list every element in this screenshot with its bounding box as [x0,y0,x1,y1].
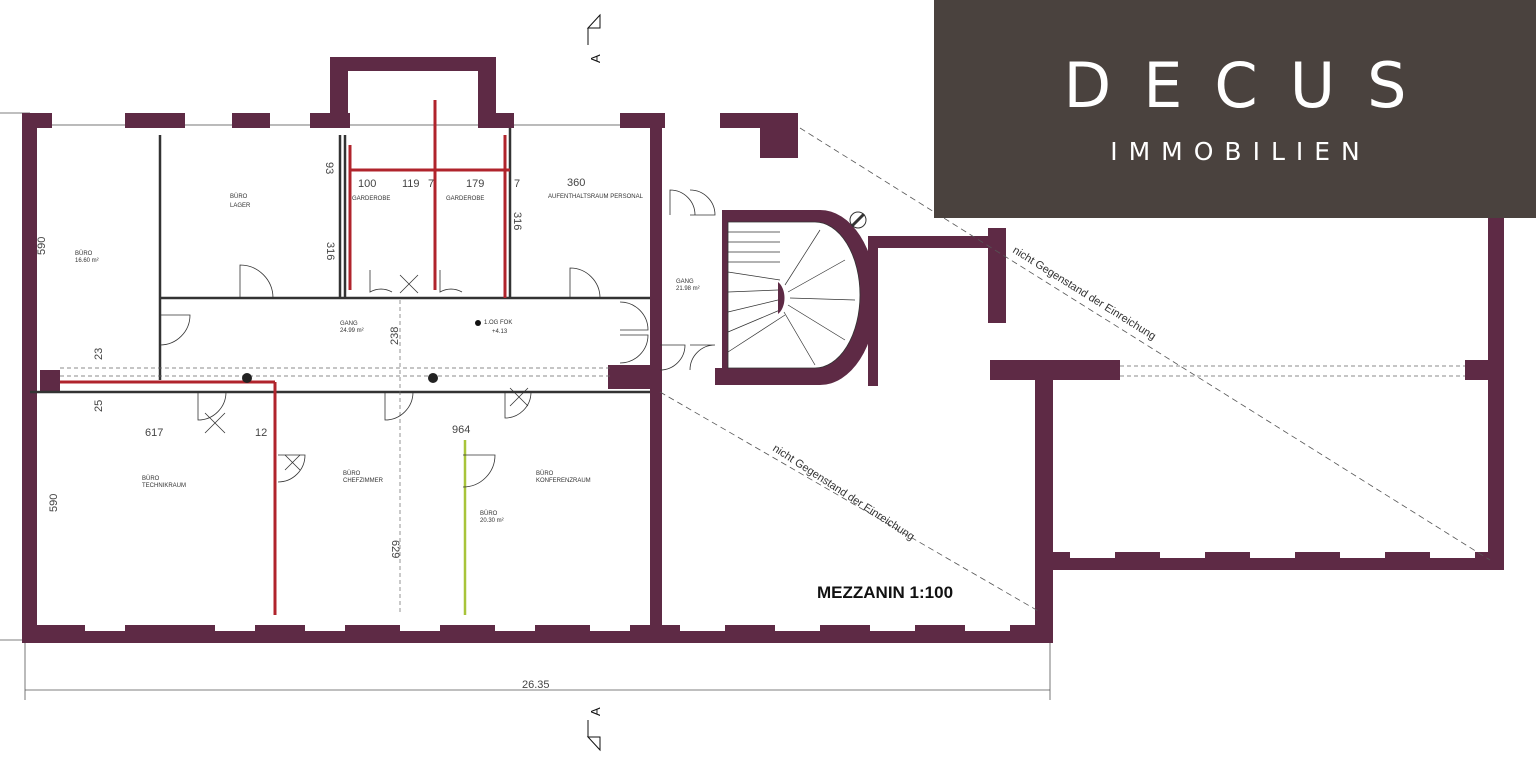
room-name: BÜRO [480,510,498,517]
dim-617: 617 [145,427,163,439]
room-name: BÜRO [142,475,160,482]
dim-316-b: 316 [511,212,523,230]
dim-25: 25 [93,400,105,412]
room-name: GARDEROBE [446,196,484,202]
section-marker-bottom: A [586,707,603,752]
plan-title: MEZZANIN 1:100 [817,583,953,602]
room-name: GARDEROBE [352,196,390,202]
room-name: AUFENTHALTSRAUM PERSONAL [548,194,644,200]
room-name: BÜRO [75,250,93,257]
dim-23: 23 [93,348,105,360]
dashed-grid [60,300,1465,615]
out-of-scope-diagonals [659,127,1491,613]
overall-width: 26.35 [522,679,550,691]
room-name: GANG [340,321,358,327]
staircase [715,210,877,385]
door-swings [159,189,716,488]
removed-marks [204,274,529,471]
section-label-bottom: A [588,707,603,716]
dim-964: 964 [452,424,470,436]
dim-590-top: 590 [36,237,48,255]
room-detail: 20.30 m² [480,518,504,524]
level-label: 1.OG FOK [484,320,512,326]
dim-179: 179 [466,178,484,190]
partitions [30,128,650,394]
section-label-top: A [588,54,603,63]
section-marker-top: A [586,13,603,63]
room-detail: 24.99 m² [340,328,364,334]
level-value: +4.13 [492,329,508,335]
room-name: GANG [676,279,694,285]
room-name: BÜRO [230,193,248,200]
logo-subtitle: IMMOBILIEN [1110,136,1371,166]
dim-12: 12 [255,427,267,439]
dim-7-a: 7 [428,178,434,190]
walls [22,57,1504,643]
room-detail: CHEFZIMMER [343,478,384,484]
note-lower: nicht Gegenstand der Einreichung [770,442,916,543]
dim-360: 360 [567,177,585,189]
dim-590-bottom: 590 [48,494,60,512]
room-detail: 21.98 m² [676,286,700,292]
floor-area-left [29,124,656,636]
room-detail: LAGER [230,203,251,209]
room-detail: TECHNIKRAUM [142,483,186,489]
dim-7-b: 7 [514,178,520,190]
dim-238: 238 [389,327,401,345]
dim-93: 93 [323,162,335,174]
room-labels: BÜRO 16.60 m² BÜRO LAGER GANG 24.99 m² G… [75,193,700,524]
dim-316-a: 316 [324,242,336,260]
room-detail: KONFERENZRAUM [536,478,591,484]
room-detail: 16.60 m² [75,258,99,264]
dim-119: 119 [402,178,420,190]
note-upper: nicht Gegenstand der Einreichung [1010,244,1157,342]
dim-629: 629 [389,540,401,558]
decus-logo: DECUS IMMOBILIEN [934,0,1536,218]
dimension-texts: 590 590 617 12 964 316 316 360 100 119 1… [36,162,585,691]
room-name: BÜRO [536,470,554,477]
room-name: BÜRO [343,470,361,477]
columns [242,373,438,383]
red-new-walls [60,100,510,615]
logo-wordmark: DECUS [1063,48,1439,122]
level-marker: 1.OG FOK +4.13 [475,320,512,335]
dim-100: 100 [358,178,376,190]
